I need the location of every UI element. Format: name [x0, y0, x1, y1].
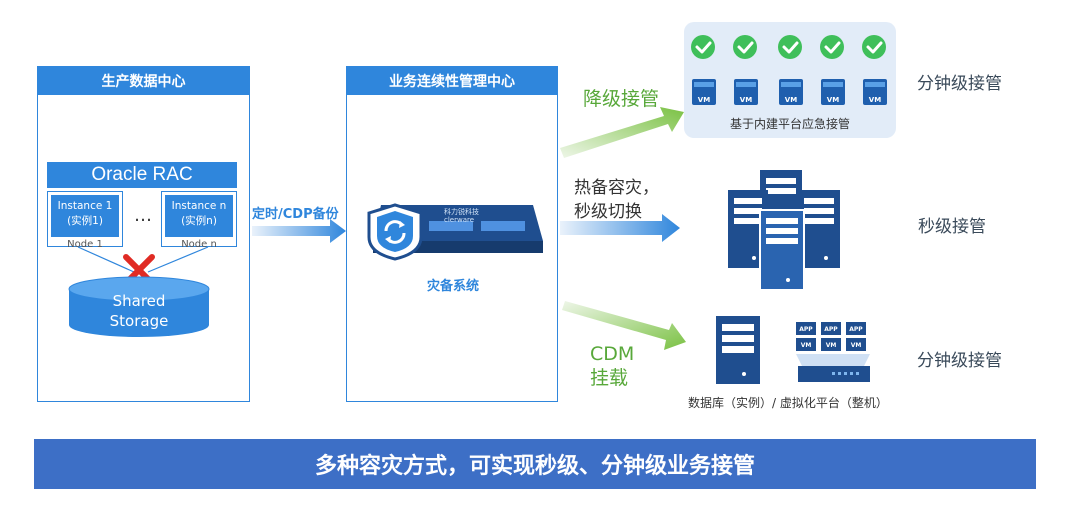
app-tile-1: APP: [799, 326, 813, 333]
appliance-slot-1: [429, 221, 473, 231]
storage-label-line1: Shared: [112, 292, 166, 310]
node-1-link: [77, 246, 135, 273]
check-icon-1: [691, 35, 715, 59]
check-icon-4: [820, 35, 844, 59]
vm-tile-b: VM: [826, 342, 837, 349]
shared-storage-cylinder: [68, 276, 210, 337]
vm-icon-4: VM: [821, 79, 845, 105]
vm-icon-2-label: VM: [739, 96, 753, 104]
vm-icon-5: VM: [863, 79, 887, 105]
bc-management-title: 业务连续性管理中心: [347, 67, 557, 95]
vm-icon-2: VM: [734, 79, 758, 105]
production-datacenter-title: 生产数据中心: [38, 67, 249, 95]
vm-icon-3: VM: [779, 79, 803, 105]
backup-arrow-graphic: [252, 219, 346, 243]
instance-n-cn: (实例n): [181, 215, 217, 227]
server-cluster-icon: [728, 170, 840, 290]
node-n-link: [147, 246, 209, 273]
instance-n-name: Instance n: [171, 200, 227, 212]
result-minute-takeover-1: 分钟级接管: [917, 74, 1002, 94]
vm-icon-1-label: VM: [697, 96, 711, 104]
instance-n-box: Instance n (实例n) Node n: [161, 191, 237, 250]
backup-appliance-graphic: [367, 203, 543, 261]
virtualization-platform-icon: APP APP APP VM VM VM: [796, 322, 870, 382]
database-server-icon: [716, 316, 760, 384]
storage-label-line2: Storage: [109, 312, 169, 330]
downgrade-arrow: [560, 107, 684, 158]
appliance-slot-2: [481, 221, 525, 231]
storage-label: Shared Storage: [69, 291, 209, 331]
instance-1-cn: (实例1): [67, 215, 103, 227]
check-icon-2: [733, 35, 757, 59]
app-tile-2: APP: [824, 326, 838, 333]
bottom-right-caption: 数据库（实例）/ 虚拟化平台（整机）: [688, 396, 888, 410]
node-n-label: Node n: [181, 239, 217, 250]
app-tile-3: APP: [849, 326, 863, 333]
route-3-label-line1: CDM: [590, 343, 635, 365]
cdm-arrow: [562, 301, 686, 350]
route-3-label: CDM 挂载: [590, 342, 634, 390]
check-icon-3: [778, 35, 802, 59]
route-2-label-line1: 热备容灾，: [574, 178, 659, 198]
instance-1-box: Instance 1 (实例1) Node 1: [47, 191, 123, 250]
route-2-label-line2: 秒级切换: [574, 202, 642, 222]
vm-tile-c: VM: [851, 342, 862, 349]
route-3-label-line2: 挂载: [590, 367, 629, 389]
disaster-recovery-system-label: 灾备系统: [426, 279, 479, 294]
vm-icon-5-label: VM: [868, 96, 882, 104]
result-second-takeover: 秒级接管: [918, 217, 986, 237]
backup-label: 定时/CDP备份: [252, 207, 339, 222]
check-icon-5: [862, 35, 886, 59]
check-marks: [695, 41, 883, 54]
instance-1-name: Instance 1: [57, 200, 113, 212]
node-1-label: Node 1: [67, 239, 103, 250]
server-front: [759, 209, 805, 290]
summary-banner: 多种容灾方式，可实现秒级、分钟级业务接管: [34, 439, 1036, 489]
hot-standby-arrow: [560, 214, 680, 242]
device-brand: 科力锐科技: [444, 208, 479, 216]
device-brand-en: clerware: [444, 216, 475, 224]
backup-arrow: [252, 219, 346, 243]
production-datacenter-panel: 生产数据中心 Oracle RAC Instance 1 (实例1) Node …: [37, 66, 250, 402]
instances-ellipsis: …: [134, 205, 152, 226]
route-1-label: 降级接管: [583, 88, 660, 110]
result-minute-takeover-2: 分钟级接管: [917, 351, 1002, 371]
vm-icon-4-label: VM: [826, 96, 840, 104]
builtin-platform-caption: 基于内建平台应急接管: [729, 117, 850, 131]
route-2-label: 热备容灾， 秒级切换: [574, 176, 659, 224]
bc-management-panel: 业务连续性管理中心 科力锐科技 clerware 灾备系统: [346, 66, 558, 402]
vm-icon-1: VM: [692, 79, 716, 105]
vm-icon-3-label: VM: [784, 96, 798, 104]
rac-connection-graphic: [68, 246, 210, 337]
oracle-rac-label: Oracle RAC: [47, 162, 237, 188]
route-arrows-graphic: [560, 107, 686, 350]
vm-tile-a: VM: [801, 342, 812, 349]
